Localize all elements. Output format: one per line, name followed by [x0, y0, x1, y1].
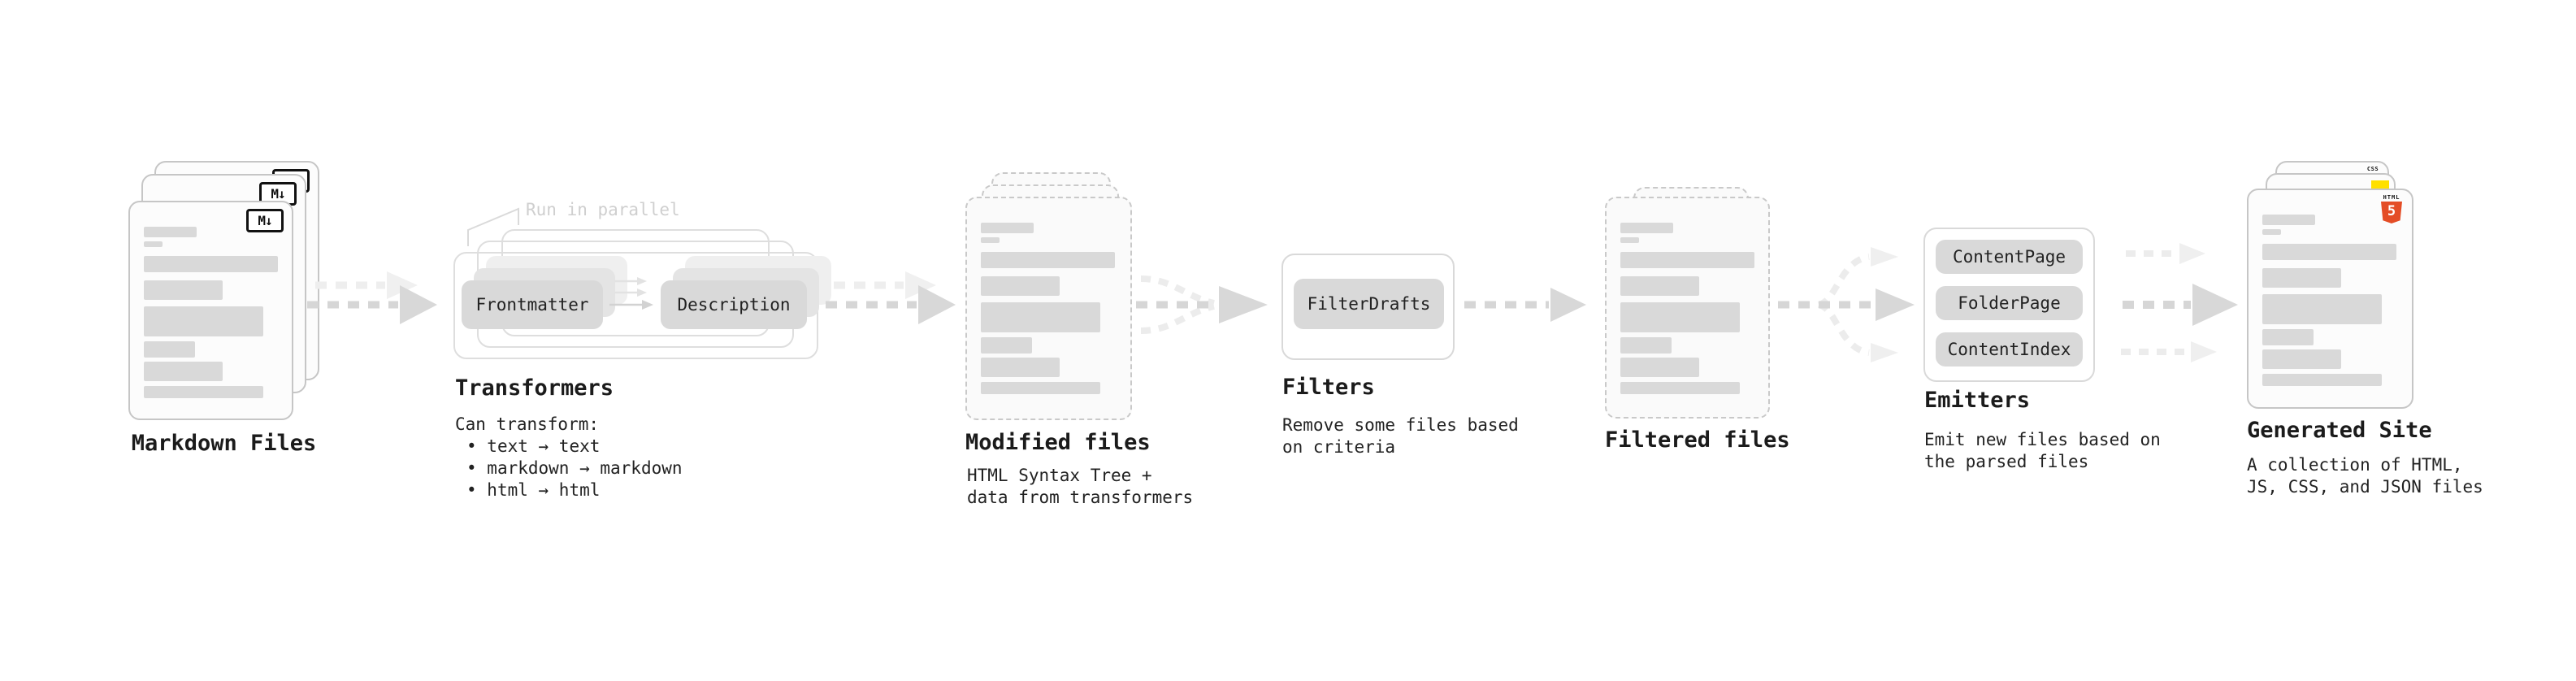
- description-node: Description: [661, 280, 807, 329]
- filterdrafts-node: FilterDrafts: [1294, 279, 1444, 329]
- stage-generated-site: CSS HTML 5 Generated Site A collection o…: [2247, 161, 2491, 502]
- file-card: HTML 5: [2247, 189, 2413, 409]
- doc-content-placeholder: [2249, 190, 2412, 407]
- markdown-icon: M↓: [246, 209, 284, 232]
- stage-description-title: Can transform:: [455, 414, 600, 434]
- flow-arrow-markdown-to-transformers: [307, 271, 437, 324]
- flow-arrow-modified-to-filters: [1136, 275, 1268, 334]
- stage-markdown-files: M↓ M↓ M↓ Markdown Files: [128, 161, 327, 486]
- stage-description: A collection of HTML, JS, CSS, and JSON …: [2247, 455, 2483, 497]
- transform-bullet-list: text → text markdown → markdown html → h…: [466, 436, 683, 501]
- contentpage-node: ContentPage: [1936, 240, 2083, 274]
- stage-description: Emit new files based on the parsed files: [1924, 430, 2161, 471]
- stage-description: Remove some files based on criteria: [1282, 415, 1519, 457]
- flow-arrow-emitters-to-site: [2121, 243, 2238, 362]
- bullet-item: html → html: [466, 479, 683, 501]
- bullet-item: text → text: [466, 436, 683, 458]
- stage-label: Modified files: [965, 430, 1151, 455]
- doc-content-placeholder: [1607, 198, 1768, 417]
- stage-label: Generated Site: [2247, 418, 2432, 443]
- flow-arrow-filters-to-filtered: [1464, 288, 1586, 322]
- flow-arrow-transformers-to-modified: [826, 271, 956, 324]
- stage-label: Filters: [1282, 375, 1375, 400]
- doc-content-placeholder: [967, 198, 1130, 419]
- folderpage-node: FolderPage: [1936, 286, 2083, 320]
- html5-icon: HTML 5: [2380, 194, 2403, 223]
- stage-label: Emitters: [1924, 388, 2031, 413]
- emitters-frame: ContentPage FolderPage ContentIndex: [1923, 228, 2095, 382]
- run-in-parallel-annotation: Run in parallel: [526, 200, 680, 219]
- stage-description: HTML Syntax Tree + data from transformer…: [967, 466, 1194, 507]
- stage-filtered-files: Filtered files: [1605, 187, 1816, 463]
- stage-emitters: ContentPage FolderPage ContentIndex Emit…: [1923, 228, 2167, 479]
- doc-content-placeholder: [130, 202, 292, 419]
- stage-filters: FilterDrafts Filters Remove some files b…: [1281, 254, 1525, 465]
- stage-label: Filtered files: [1605, 427, 1790, 453]
- stage-transformers: Run in parallel Frontmatter Description …: [453, 200, 835, 504]
- annotation-leader-line: [467, 207, 519, 246]
- contentindex-node: ContentIndex: [1936, 332, 2083, 367]
- stage-modified-files: Modified files HTML Syntax Tree + data f…: [965, 172, 1209, 514]
- js-icon: [2371, 180, 2389, 191]
- file-card: [965, 197, 1132, 420]
- file-card: [1605, 197, 1770, 419]
- file-card: M↓: [128, 201, 293, 420]
- frontmatter-node: Frontmatter: [462, 280, 603, 329]
- bullet-item: markdown → markdown: [466, 458, 682, 479]
- flow-arrow-filtered-to-emitters: [1778, 247, 1915, 362]
- stage-label: Markdown Files: [131, 431, 317, 456]
- stage-label: Transformers: [455, 375, 614, 401]
- parallel-arrows: [609, 277, 653, 310]
